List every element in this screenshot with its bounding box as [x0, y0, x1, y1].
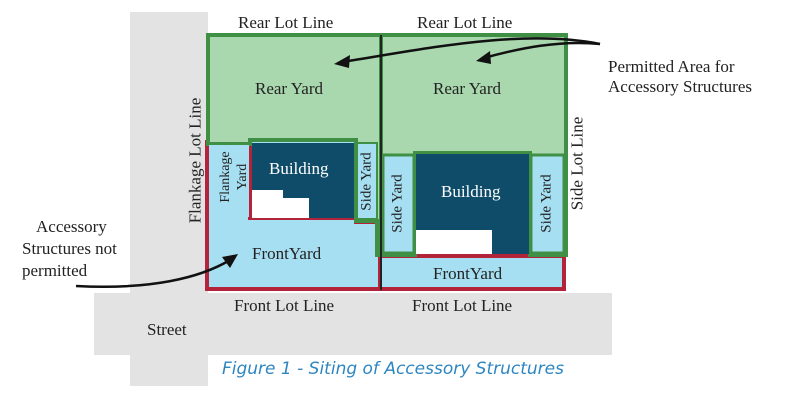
permitted-callout-line1: Permitted Area for	[608, 57, 735, 76]
flankage-yard-area	[209, 145, 249, 217]
front-yard-left-label: FrontYard	[252, 244, 322, 263]
side-yard-right-area	[529, 153, 566, 255]
flankage-yard-label-line1: Flankage	[218, 151, 233, 203]
permitted-arrowhead-right	[476, 51, 491, 64]
not-permitted-outline-right	[380, 254, 566, 291]
flankage-lot-line-label: Flankage Lot Line	[185, 97, 205, 224]
side-lot-line-label: Side Lot Line	[567, 116, 587, 211]
rear-yard-right-area	[379, 33, 568, 257]
not-permitted-arrow	[75, 258, 231, 288]
rear-lot-line-right-label: Rear Lot Line	[417, 13, 513, 32]
building-right-label: Building	[441, 182, 501, 201]
rear-lot-line-left-label: Rear Lot Line	[238, 13, 334, 32]
permitted-callout-line2: Accessory Structures	[608, 77, 752, 96]
flankage-yard-label-line2: Yard	[235, 163, 250, 191]
street-front	[94, 293, 612, 355]
permitted-arrowhead-left	[334, 55, 350, 68]
side-yard-left-area	[381, 153, 416, 255]
side-yard-left-label: Side Yard	[389, 174, 406, 233]
front-lot-line-left-label: Front Lot Line	[234, 296, 335, 315]
building-left-label: Building	[269, 159, 329, 178]
rear-yard-right-label: Rear Yard	[433, 79, 501, 98]
side-yard-right-label: Side Yard	[538, 174, 555, 233]
not-permitted-callout-line2: Structures not	[22, 239, 117, 258]
permitted-arrow-left	[341, 37, 601, 64]
rear-yard-left-label: Rear Yard	[255, 79, 323, 98]
front-yard-right-label: FrontYard	[433, 264, 503, 283]
figure-caption: Figure 1 - Siting of Accessory Structure…	[221, 359, 564, 379]
not-permitted-arrowhead	[222, 254, 238, 268]
building-left-notch	[252, 190, 309, 218]
permitted-arrow-right	[483, 41, 601, 60]
building-right-notch	[416, 230, 492, 254]
front-lot-line-right-label: Front Lot Line	[412, 296, 513, 315]
side-yard-mid-label: Side Yard	[358, 152, 375, 211]
street-label: Street	[147, 320, 187, 339]
not-permitted-callout-line3: permitted	[22, 261, 88, 280]
not-permitted-callout-line1: Accessory	[36, 217, 107, 236]
side-yard-mid-area	[356, 142, 378, 220]
